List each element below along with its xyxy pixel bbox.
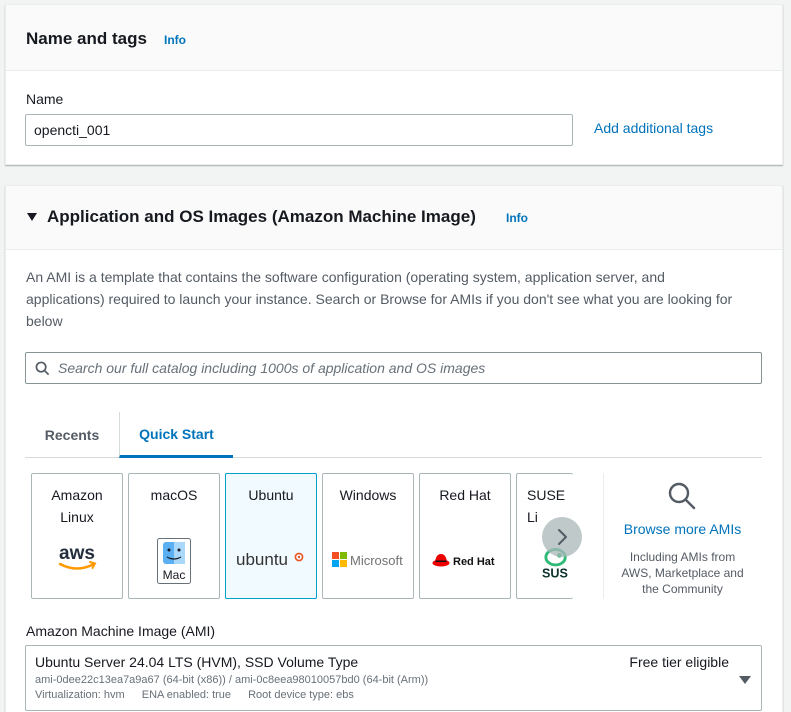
os-tile-name: macOS: [150, 487, 198, 503]
ami-panel: Application and OS Images (Amazon Machin…: [5, 185, 783, 712]
os-tile-ubuntu[interactable]: Ubuntu ubuntu: [225, 473, 317, 599]
free-tier-badge: Free tier eligible: [629, 654, 729, 670]
os-tile-name: Ubuntu: [248, 487, 294, 503]
os-tile-name: SUSE Li: [527, 487, 566, 525]
name-and-tags-panel: Name and tags Info Name opencti_001 Add …: [5, 4, 783, 165]
name-and-tags-header: Name and tags Info: [6, 5, 782, 71]
name-input-value: opencti_001: [34, 122, 111, 138]
ami-section-title: Application and OS Images (Amazon Machin…: [47, 207, 476, 226]
name-input[interactable]: opencti_001: [25, 114, 573, 146]
collapse-caret-icon[interactable]: [26, 210, 38, 228]
microsoft-logo-icon: Microsoft: [323, 551, 413, 569]
name-label: Name: [26, 91, 64, 107]
browse-more-amis-link[interactable]: Browse more AMIs: [623, 521, 742, 537]
os-tile-name: Red Hat: [439, 487, 491, 503]
ubuntu-logo-icon: ubuntu: [226, 548, 316, 570]
svg-text:Mac: Mac: [163, 568, 186, 582]
browse-more-amis-section: Browse more AMIs Including AMIs from AWS…: [603, 473, 761, 599]
ami-tabs: Recents Quick Start: [25, 412, 762, 458]
scroll-next-button[interactable]: [542, 517, 582, 557]
aws-logo-icon: aws: [32, 542, 122, 574]
os-tile-macos[interactable]: macOS Mac: [128, 473, 220, 599]
os-tile-name: Amazon Linux: [51, 487, 103, 525]
ami-select-dropdown[interactable]: Ubuntu Server 24.04 LTS (HVM), SSD Volum…: [25, 645, 762, 711]
svg-text:SUS: SUS: [542, 567, 568, 580]
chevron-right-icon: [558, 529, 567, 545]
ami-meta: Virtualization: hvm ENA enabled: true Ro…: [35, 689, 368, 701]
caret-down-icon: [739, 672, 751, 690]
search-icon: [35, 361, 50, 381]
ami-panel-header: Application and OS Images (Amazon Machin…: [6, 186, 782, 250]
svg-text:Red Hat: Red Hat: [453, 556, 495, 568]
ami-virtualization: Virtualization: hvm: [35, 689, 125, 701]
search-placeholder: Search our full catalog including 1000s …: [58, 360, 486, 376]
ami-ena: ENA enabled: true: [141, 689, 232, 701]
ami-description-line: applications) required to launch your in…: [26, 291, 733, 307]
os-tile-amazon-linux[interactable]: Amazon Linux aws: [31, 473, 123, 599]
svg-text:Microsoft: Microsoft: [350, 553, 403, 568]
ami-description-line: An AMI is a template that contains the s…: [26, 269, 665, 285]
ami-description-line: below: [26, 313, 63, 329]
ami-search-input[interactable]: Search our full catalog including 1000s …: [25, 352, 762, 384]
add-additional-tags-link[interactable]: Add additional tags: [594, 120, 714, 136]
svg-text:aws: aws: [59, 543, 95, 564]
svg-text:ubuntu: ubuntu: [236, 550, 288, 569]
os-tile-windows[interactable]: Windows Microsoft: [322, 473, 414, 599]
os-tile-red-hat[interactable]: Red Hat Red Hat: [419, 473, 511, 599]
name-and-tags-title: Name and tags: [26, 29, 147, 48]
ami-description: An AMI is a template that contains the s…: [26, 266, 766, 332]
redhat-logo-icon: Red Hat: [420, 551, 510, 569]
mac-finder-icon: Mac: [129, 538, 219, 584]
tab-recents[interactable]: Recents: [44, 427, 100, 443]
tab-quick-start[interactable]: Quick Start: [119, 412, 233, 458]
ami-root-device: Root device type: ebs: [248, 689, 354, 701]
search-icon: [667, 481, 697, 516]
ami-info-link[interactable]: Info: [506, 211, 528, 225]
os-tile-name: Windows: [339, 487, 397, 503]
ami-label: Amazon Machine Image (AMI): [26, 623, 216, 639]
ami-selected-name: Ubuntu Server 24.04 LTS (HVM), SSD Volum…: [35, 654, 359, 670]
browse-more-description: Including AMIs from AWS, Marketplace and…: [621, 550, 744, 596]
ami-ids: ami-0dee22c13ea7a9a67 (64-bit (x86)) / a…: [35, 674, 429, 686]
name-and-tags-info-link[interactable]: Info: [164, 33, 186, 47]
